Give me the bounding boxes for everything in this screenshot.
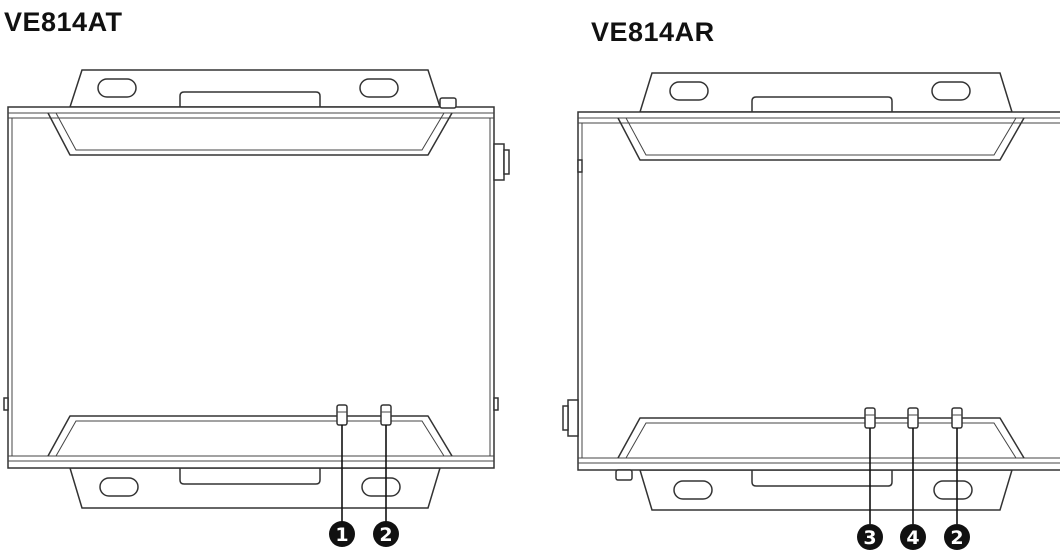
ve814ar-led-3 — [864, 407, 876, 429]
ve814at-device: 1 2 — [3, 69, 510, 547]
ve814ar-top-bracket — [638, 72, 1014, 113]
callout-badge-1: 1 — [329, 521, 355, 547]
ve814ar-device: 3 4 2 — [562, 72, 1060, 550]
ve814ar-led-2 — [951, 407, 963, 429]
ve814at-enclosure — [3, 97, 510, 469]
title-ve814at: VE814AT — [4, 7, 123, 37]
callout-badge-1-label: 1 — [335, 524, 348, 546]
ve814at-side-connector — [493, 143, 510, 181]
ve814ar-enclosure — [562, 111, 1060, 481]
ve814at-top-bracket — [68, 69, 442, 108]
callout-badge-3: 3 — [857, 524, 883, 550]
ve814at-bottom-bracket — [68, 467, 442, 509]
title-ve814ar: VE814AR — [591, 17, 715, 47]
callout-badge-2b-label: 2 — [950, 527, 963, 549]
ve814at-led-1 — [336, 404, 348, 426]
callout-badge-2-label: 2 — [379, 524, 392, 546]
callout-badge-2: 2 — [373, 521, 399, 547]
ve814at-led-2 — [380, 404, 392, 426]
ve814ar-side-connector — [562, 399, 579, 437]
callout-badge-2b: 2 — [944, 524, 970, 550]
callout-badge-4: 4 — [900, 524, 926, 550]
ve814ar-bottom-bracket — [638, 469, 1014, 511]
callout-badge-4-label: 4 — [906, 527, 919, 549]
ve814ar-led-4 — [907, 407, 919, 429]
callout-badge-3-label: 3 — [863, 527, 876, 549]
